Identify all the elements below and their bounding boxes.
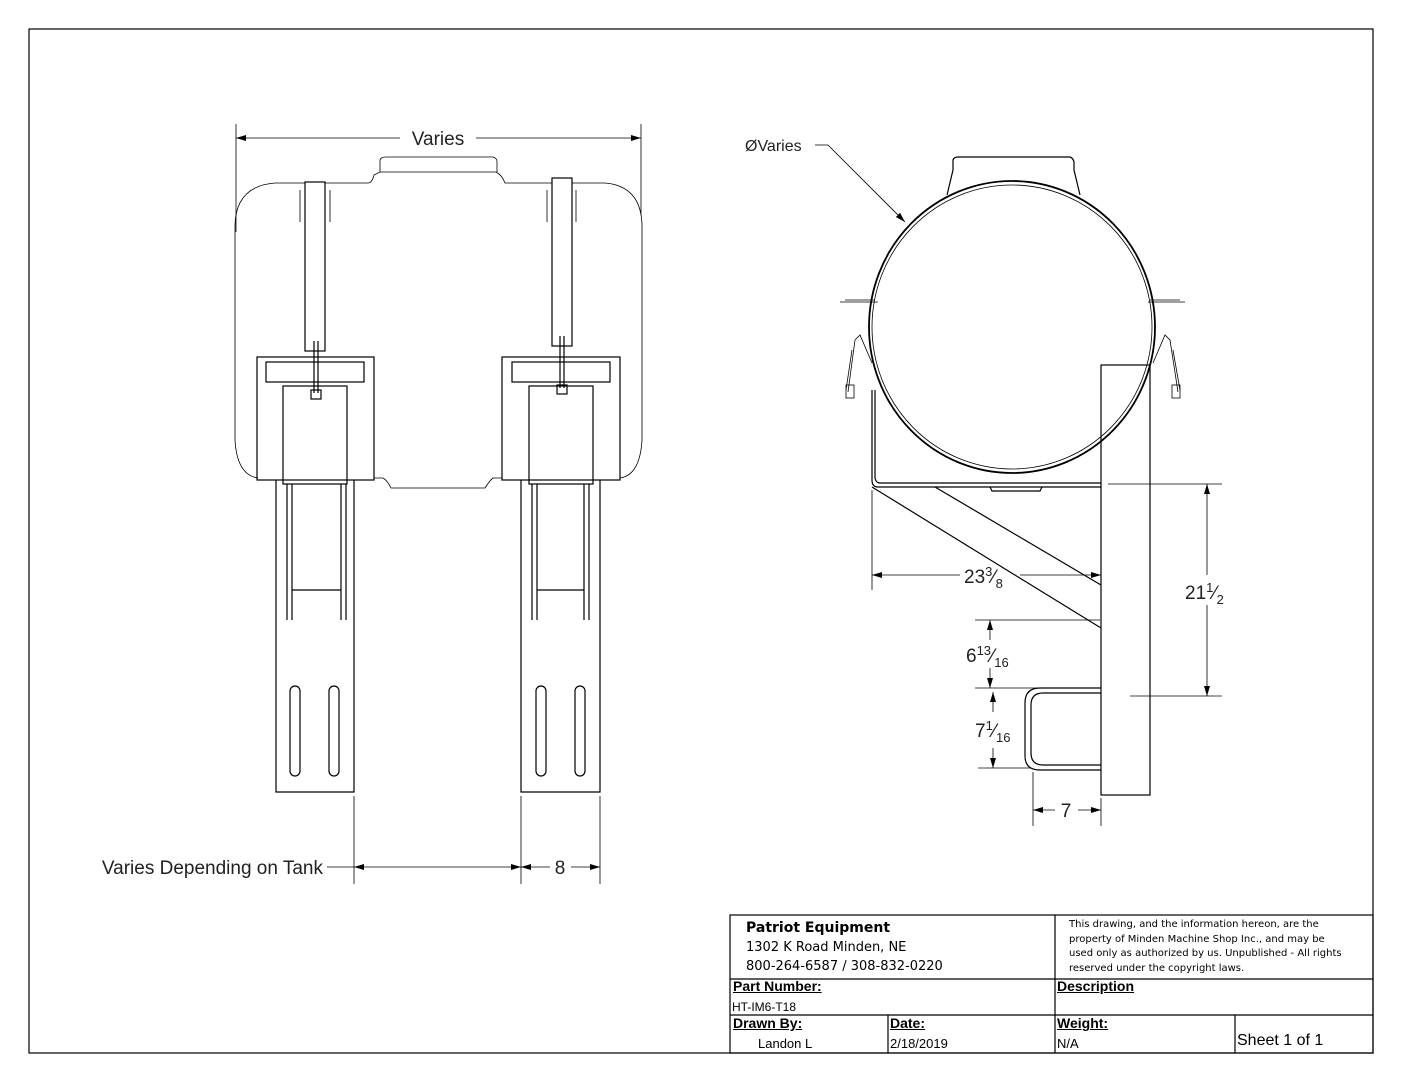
base-bracket [871,364,1151,796]
date-label: Date: [890,1015,926,1031]
company-address: 1302 K Road Minden, NE [746,940,907,955]
hitch-receiver [1024,687,1101,771]
title-block-grid [729,914,1374,1054]
part-number: HT-IM6-T18 [732,1000,797,1014]
sheet-border [28,28,1374,1054]
tank-circle [868,180,1156,474]
diameter-label: ØVaries [745,138,802,155]
weight-label: Weight: [1057,1015,1109,1031]
leg-spacing-label: Varies Depending on Tank [102,858,324,879]
right-saddle [501,356,621,485]
right-leg [520,480,601,793]
side-view: ØVaries 233⁄8 211⁄2 613⁄16 71⁄1 [745,138,1224,826]
upper-gap-label: 613⁄16 [966,643,1009,670]
notice-line: property of Minden Machine Shop Inc., an… [1069,933,1325,945]
tank-outline [234,156,643,489]
width-dimension: Varies [235,124,642,232]
description-label: Description [1057,978,1135,994]
right-strap [551,177,573,395]
front-view: Varies Varies Depending on Tank 8 [102,124,643,884]
height-label: 211⁄2 [1185,580,1224,607]
hitch-depth-dimension: 7 [1032,772,1102,826]
left-saddle [256,356,375,485]
hitch-height-label: 71⁄16 [975,718,1010,745]
date: 2/18/2019 [890,1036,948,1051]
drawn-by: Landon L [758,1036,813,1051]
company-phone: 800-264-6587 / 308-832-0220 [746,959,943,974]
width-label: Varies [412,129,464,150]
leg-width-label: 8 [555,858,566,879]
notice-line: reserved under the copyright laws. [1069,962,1245,974]
hitch-height-dimension: 71⁄16 [975,692,1030,769]
left-leg [275,480,355,793]
company-name: Patriot Equipment [746,920,891,936]
diameter-leader: ØVaries [745,138,906,223]
sheet-number: Sheet 1 of 1 [1237,1032,1324,1049]
upper-gap-dimension: 613⁄16 [966,619,1100,689]
height-dimension: 211⁄2 [1108,483,1224,697]
notice-line: This drawing, and the information hereon… [1069,919,1319,930]
hitch-depth-label: 7 [1061,801,1072,822]
tank-clamps [840,299,1185,399]
weight: N/A [1057,1036,1079,1051]
left-strap [304,181,326,400]
depth-label: 233⁄8 [964,564,1003,591]
tank-cap [946,156,1081,196]
leg-dimension: Varies Depending on Tank 8 [102,796,601,884]
drawn-by-label: Drawn By: [733,1015,803,1031]
part-number-label: Part Number: [733,978,822,994]
copyright-notice: This drawing, and the information hereon… [1069,918,1342,976]
notice-line: used only as authorized by us. Unpublish… [1069,948,1342,959]
depth-dimension: 233⁄8 [871,490,1101,591]
